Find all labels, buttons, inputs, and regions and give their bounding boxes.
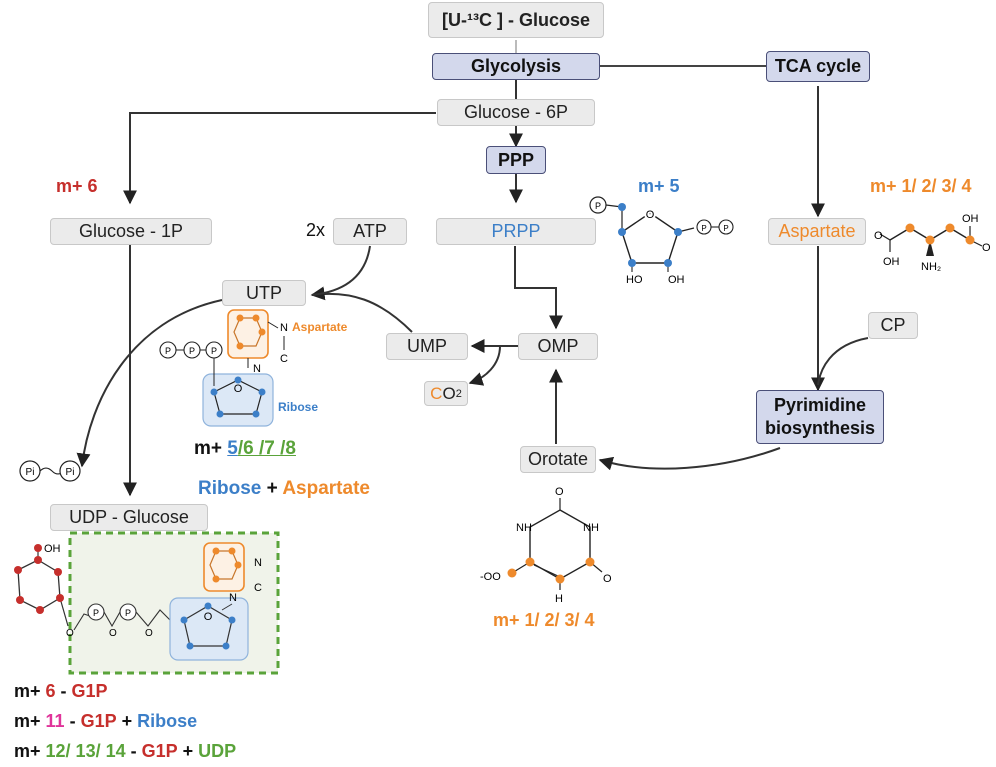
svg-text:N: N [254, 557, 262, 569]
svg-text:P: P [211, 346, 217, 356]
legend-plus: + [182, 741, 194, 761]
svg-text:C: C [254, 582, 262, 594]
legend-g1p: G1P [141, 741, 178, 761]
legend-sep: - [69, 711, 76, 731]
legend-num: 6 [45, 681, 56, 701]
node-cp: CP [868, 312, 918, 339]
label-m5: m+ 5 [638, 176, 680, 196]
node-prpp: PRPP [436, 218, 596, 245]
node-omp: OMP [518, 333, 598, 360]
svg-text:P: P [189, 346, 195, 356]
node-glucose-6p: Glucose - 6P [437, 99, 595, 126]
svg-text:-OO: -OO [480, 571, 501, 583]
label-orotate-isotopologues: m+ 1/ 2/ 3/ 4 [493, 610, 595, 630]
svg-text:O: O [109, 628, 117, 639]
legend-sep: - [130, 741, 137, 761]
node-glucose-1p: Glucose - 1P [50, 218, 212, 245]
co2-subscript: 2 [455, 387, 462, 400]
legend-row-2: m+12/ 13/ 14-G1P+UDP [14, 741, 241, 762]
aspartate-word: Aspartate [282, 478, 370, 499]
legend-row-0: m+6-G1P [14, 681, 113, 702]
node-orotate: Orotate [520, 446, 596, 473]
svg-text:O: O [646, 209, 655, 221]
svg-text:OH: OH [962, 213, 979, 225]
node-glycolysis: Glycolysis [432, 53, 600, 80]
label-aspartate-isotopologues: m+ 1/ 2/ 3/ 4 [870, 176, 972, 196]
legend-num: 11 [45, 711, 65, 731]
svg-text:OH: OH [668, 274, 685, 286]
flow-connectors [76, 40, 869, 497]
node-utp: UTP [222, 280, 306, 306]
svg-text:P: P [93, 608, 99, 618]
svg-text:O: O [603, 573, 612, 585]
svg-text:P: P [165, 346, 171, 356]
utp-ribose-tag: Ribose [278, 400, 319, 414]
svg-text:O: O [66, 628, 74, 639]
svg-text:NH: NH [516, 522, 532, 534]
label-utp-isotopologues: m+ 5/6 /7 /8 [194, 438, 296, 460]
pyrophosphate: Pi Pi [19, 460, 81, 482]
svg-text:O: O [874, 230, 883, 242]
svg-text:NH₂: NH₂ [921, 261, 941, 273]
orotate-structure: O NH NH O -OO H [480, 486, 612, 605]
legend-num: 12/ 13/ 14 [45, 741, 126, 761]
svg-text:OH: OH [883, 256, 900, 268]
aspartate-structure: O OH OH O NH₂ [874, 213, 991, 273]
svg-text:O: O [145, 628, 153, 639]
node-u13c-glucose: [U-¹³C ] - Glucose [428, 2, 604, 38]
legend-plus: + [121, 711, 133, 731]
prpp-structure: P O O P P HO OH [589, 196, 734, 286]
utp-aspartate-tag: Aspartate [292, 320, 348, 334]
svg-text:C: C [280, 353, 288, 365]
svg-text:O: O [204, 611, 213, 623]
utp-m678: /6 /7 /8 [237, 438, 296, 459]
legend-sep: - [60, 681, 67, 701]
svg-text:HO: HO [626, 274, 643, 286]
node-atp: ATP [333, 218, 407, 245]
node-ump: UMP [386, 333, 468, 360]
legend-row-1: m+11-G1P+Ribose [14, 711, 202, 732]
svg-text:N: N [253, 363, 261, 375]
legend-ribose: Ribose [137, 711, 198, 731]
utp-m-prefix: m+ [194, 438, 222, 459]
legend-prefix: m+ [14, 681, 41, 701]
utp-structure: N C N O P P P [159, 309, 288, 427]
svg-text:O: O [982, 242, 991, 254]
svg-text:O: O [646, 209, 655, 221]
svg-text:Pi: Pi [26, 467, 35, 478]
ribose-word: Ribose [198, 478, 262, 499]
node-udp-glucose: UDP - Glucose [50, 504, 208, 531]
legend-g1p: G1P [80, 711, 117, 731]
svg-text:NH: NH [583, 522, 599, 534]
svg-text:H: H [555, 593, 563, 605]
node-tca-cycle: TCA cycle [766, 51, 870, 82]
udp-glucose-structure: OH O P O P O O N C N [14, 531, 280, 675]
label-ribose-plus-aspartate: Ribose + Aspartate [198, 478, 370, 500]
atp-multiplier: 2x [306, 220, 326, 240]
utp-m5: 5 [227, 438, 238, 459]
node-ppp: PPP [486, 146, 546, 174]
svg-text:OH: OH [44, 543, 61, 555]
legend-prefix: m+ [14, 741, 41, 761]
label-m6: m+ 6 [56, 176, 98, 196]
svg-text:N: N [229, 592, 237, 604]
svg-text:O: O [555, 486, 564, 498]
co2-oxygen: O [442, 383, 456, 403]
node-pyrimidine-biosynthesis: Pyrimidine biosynthesis [756, 390, 884, 444]
svg-text:P: P [125, 608, 131, 618]
svg-text:P: P [701, 224, 706, 233]
co2-carbon: C [430, 383, 443, 403]
legend-prefix: m+ [14, 711, 41, 731]
plus-sign: + [266, 478, 278, 499]
svg-text:P: P [723, 224, 728, 233]
svg-text:P: P [595, 201, 601, 211]
legend-g1p: G1P [71, 681, 108, 701]
svg-text:O: O [234, 383, 243, 395]
svg-text:Pi: Pi [66, 467, 75, 478]
legend-udp: UDP [198, 741, 237, 761]
node-aspartate: Aspartate [768, 218, 866, 245]
svg-text:N: N [280, 322, 288, 334]
